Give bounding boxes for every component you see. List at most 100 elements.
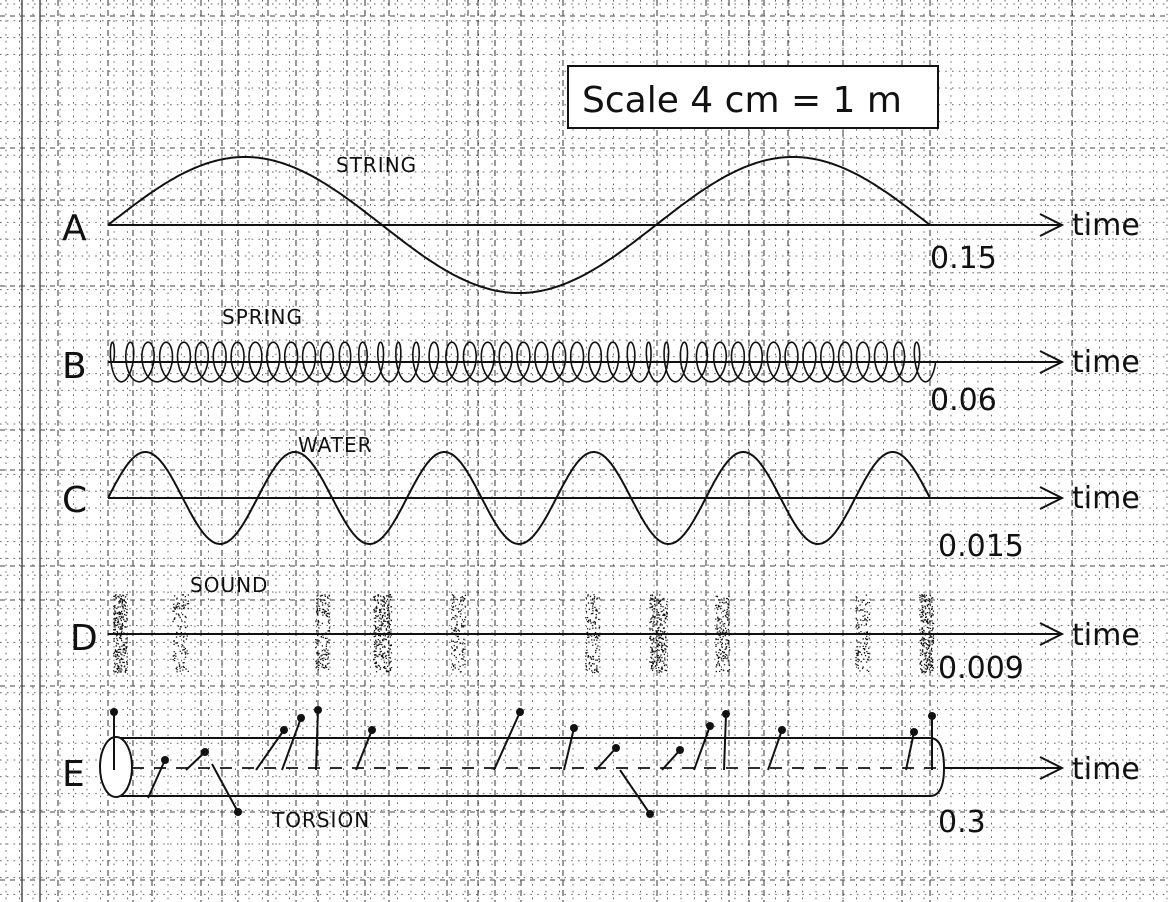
torsion-pin-dot bbox=[516, 708, 524, 716]
torsion-pin-stem bbox=[595, 747, 617, 771]
grid-margin-lines bbox=[21, 0, 41, 902]
sound-band-8 bbox=[715, 595, 731, 673]
sound-band-dots bbox=[715, 595, 731, 673]
torsion-pin-dot bbox=[314, 706, 322, 714]
torsion-pin-dot bbox=[234, 808, 242, 816]
row-letter-c: C bbox=[62, 480, 87, 521]
torsion-pin-12 bbox=[619, 769, 654, 818]
string-wave bbox=[107, 156, 931, 294]
torsion-pin-dot bbox=[161, 756, 169, 764]
torsion-pin-stem bbox=[185, 751, 206, 771]
torsion-pin-dot bbox=[722, 710, 730, 718]
sound-band-dots bbox=[315, 594, 331, 671]
torsion-pin-dot bbox=[910, 728, 918, 736]
torsion-pin-18 bbox=[928, 712, 936, 770]
torsion-pin-stem bbox=[661, 749, 681, 771]
end-value-c: 0.015 bbox=[938, 529, 1024, 564]
axis-label-a: time bbox=[1072, 208, 1140, 243]
torsion-pin-10 bbox=[563, 724, 578, 771]
torsion-pin-3 bbox=[185, 748, 209, 771]
torsion-pin-dot bbox=[297, 714, 305, 722]
row-letter-e: E bbox=[62, 754, 85, 795]
torsion-pin-dot bbox=[570, 724, 578, 732]
row-torsion: E TORSION time 0.3 bbox=[62, 706, 1140, 840]
wave-name-torsion: TORSION bbox=[271, 808, 370, 832]
torsion-pin-stem bbox=[693, 725, 711, 771]
row-letter-b: B bbox=[62, 346, 87, 387]
torsion-pin-dot bbox=[676, 746, 684, 754]
torsion-pin-stem bbox=[315, 709, 319, 771]
torsion-pin-14 bbox=[693, 722, 714, 771]
axis-label-c: time bbox=[1072, 481, 1140, 516]
axis-arrow-a bbox=[1039, 213, 1065, 237]
torsion-pin-6 bbox=[281, 714, 305, 771]
row-string: A STRING time 0.15 bbox=[62, 153, 1140, 294]
sound-band-3 bbox=[315, 594, 331, 671]
sound-band-dots bbox=[172, 594, 190, 673]
sound-band-9 bbox=[855, 594, 871, 672]
end-value-a: 0.15 bbox=[930, 241, 997, 276]
sound-band-10 bbox=[919, 594, 935, 674]
torsion-pin-9 bbox=[493, 708, 524, 771]
wave-name-water: WATER bbox=[298, 433, 373, 457]
torsion-pin-2 bbox=[147, 756, 169, 799]
wave-name-string: STRING bbox=[336, 153, 417, 177]
torsion-pin-stem bbox=[905, 731, 915, 771]
end-value-d: 0.009 bbox=[938, 651, 1024, 686]
torsion-pin-17 bbox=[905, 728, 918, 771]
sound-band-dots bbox=[113, 594, 128, 674]
grid-row-dashes bbox=[0, 15, 1169, 881]
wave-name-sound: SOUND bbox=[190, 573, 268, 597]
row-water: C WATER time 0.015 bbox=[62, 433, 1140, 564]
torsion-pin-4 bbox=[211, 763, 242, 816]
torsion-pin-stem bbox=[493, 711, 521, 771]
row-letter-a: A bbox=[62, 208, 87, 249]
torsion-pin-dot bbox=[368, 726, 376, 734]
torsion-pin-7 bbox=[314, 706, 322, 771]
sound-band-4 bbox=[373, 594, 393, 673]
axis-label-e: time bbox=[1072, 752, 1140, 787]
wave-name-spring: SPRING bbox=[222, 305, 303, 329]
sound-band-7 bbox=[649, 594, 669, 674]
torsion-pin-dot bbox=[201, 748, 209, 756]
spring-coil bbox=[109, 341, 937, 383]
torsion-pin-stem bbox=[563, 727, 575, 771]
axis-arrow-d bbox=[1039, 622, 1065, 646]
sound-compressions bbox=[113, 594, 935, 674]
torsion-pin-dot bbox=[110, 708, 118, 716]
torsion-pin-11 bbox=[595, 744, 620, 771]
end-value-b: 0.06 bbox=[930, 383, 997, 418]
torsion-pin-15 bbox=[722, 710, 730, 771]
torsion-pin-stem bbox=[255, 729, 285, 771]
sound-band-1 bbox=[113, 594, 128, 674]
sound-band-dots bbox=[451, 594, 467, 673]
torsion-pin-stem bbox=[355, 729, 373, 771]
grid-dashes bbox=[21, 0, 1073, 902]
torsion-pin-stem bbox=[147, 759, 166, 799]
torsion-pin-dot bbox=[646, 810, 654, 818]
torsion-pin-dot bbox=[778, 726, 786, 734]
axis-label-d: time bbox=[1072, 618, 1140, 653]
torsion-pin-dot bbox=[612, 744, 620, 752]
scale-box: Scale 4 cm = 1 m bbox=[567, 65, 939, 129]
torsion-pin-5 bbox=[255, 726, 288, 771]
torsion-pin-1 bbox=[110, 708, 118, 770]
end-value-e: 0.3 bbox=[938, 805, 986, 840]
torsion-pin-dot bbox=[706, 722, 714, 730]
torsion-pin-13 bbox=[661, 746, 684, 771]
sound-band-dots bbox=[373, 594, 393, 673]
axis-label-b: time bbox=[1072, 345, 1140, 380]
row-letter-d: D bbox=[70, 618, 98, 659]
sound-band-dots bbox=[919, 594, 935, 674]
sound-band-dots bbox=[855, 594, 871, 672]
row-spring: B SPRING time 0.06 bbox=[62, 305, 1140, 418]
sound-band-5 bbox=[451, 594, 467, 673]
torsion-markers bbox=[110, 706, 936, 818]
torsion-pin-16 bbox=[767, 726, 786, 771]
torsion-pin-stem bbox=[767, 729, 783, 771]
torsion-pin-dot bbox=[928, 712, 936, 720]
scale-label: Scale 4 cm = 1 m bbox=[582, 80, 902, 121]
